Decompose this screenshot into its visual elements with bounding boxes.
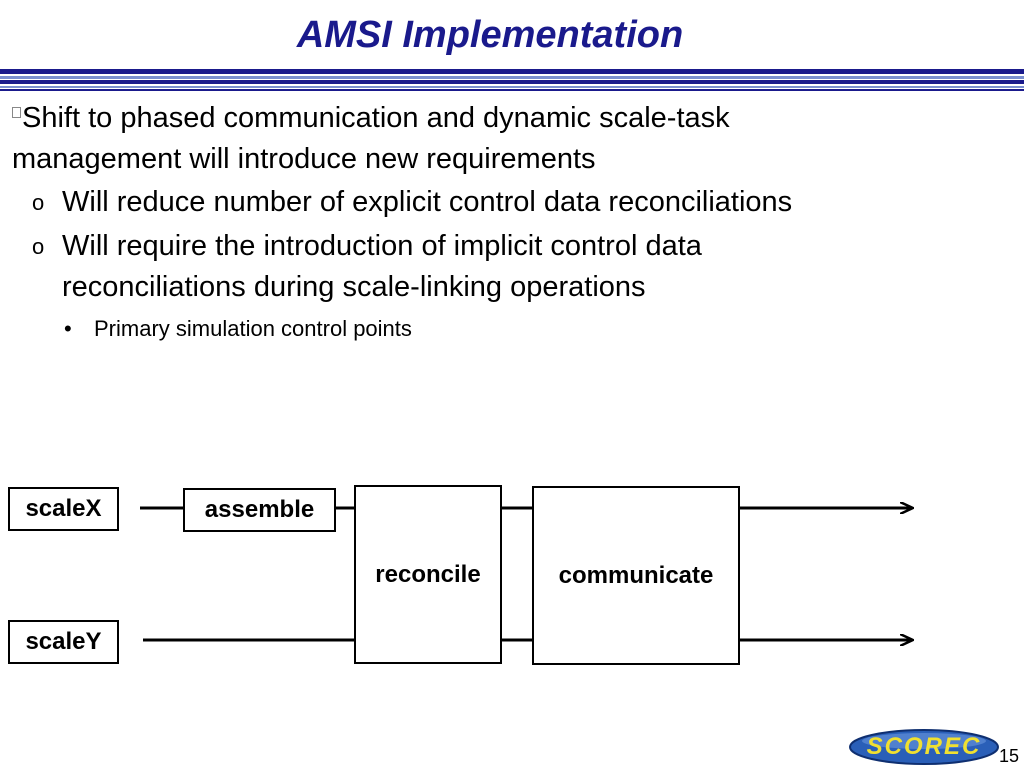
block-scalex: scaleX <box>8 487 119 531</box>
bullet-level3-text: Primary simulation control points <box>94 316 412 341</box>
bullet-level1: Shift to phased communication and dynami… <box>12 98 912 180</box>
bullet-level2-text: Will require the introduction of implici… <box>62 226 942 308</box>
block-reconcile: reconcile <box>354 485 502 664</box>
slide-title: AMSI Implementation <box>296 14 684 56</box>
bullet-level1-line1: Shift to phased communication and dynami… <box>22 102 730 134</box>
bullet-level1-line2: management will introduce new requiremen… <box>12 143 596 175</box>
title-divider <box>0 69 1024 91</box>
dot-bullet-icon: • <box>64 316 72 341</box>
logo-text: SCOREC <box>866 733 982 760</box>
block-communicate: communicate <box>532 486 740 665</box>
missing-glyph-icon <box>12 107 21 118</box>
circle-bullet-icon: o <box>32 190 45 215</box>
bullet-level2-line1: Will require the introduction of implici… <box>62 230 702 262</box>
page-number: 15 <box>999 746 1020 766</box>
bullet-level2-text: Will reduce number of explicit control d… <box>62 186 793 218</box>
circle-bullet-icon: o <box>32 234 45 259</box>
block-assemble: assemble <box>183 488 336 532</box>
block-scaley: scaleY <box>8 620 119 664</box>
bullet-level2-line2: reconciliations during scale-linking ope… <box>62 271 646 303</box>
scorec-logo <box>849 729 999 765</box>
